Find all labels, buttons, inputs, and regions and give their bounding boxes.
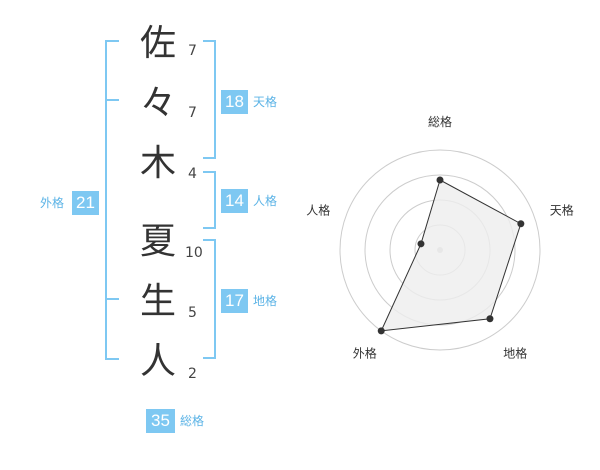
radar-series-area xyxy=(380,179,522,332)
radar-point xyxy=(377,327,385,335)
chikaku-bracket xyxy=(214,239,216,359)
chikaku-value: 17 xyxy=(221,289,248,313)
stroke-count: 7 xyxy=(188,105,197,121)
soukaku-label: 総格 xyxy=(180,414,205,428)
radar-axis-label: 総格 xyxy=(428,114,452,129)
gaikaku-bracket xyxy=(105,99,119,101)
radar-axis-label: 地格 xyxy=(503,346,527,361)
stroke-count: 4 xyxy=(188,166,197,182)
radar-axis-label: 人格 xyxy=(306,202,330,217)
soukaku-value: 35 xyxy=(146,409,175,433)
chikaku-bracket xyxy=(203,357,216,359)
stroke-count: 2 xyxy=(188,366,197,382)
jinkaku-bracket xyxy=(214,171,216,229)
radar-point xyxy=(517,220,525,228)
name-char: 夏 xyxy=(139,221,176,262)
name-char: 人 xyxy=(139,341,176,382)
jinkaku-bracket xyxy=(203,227,216,229)
name-char: 々 xyxy=(139,83,176,124)
tenkaku-bracket xyxy=(214,40,216,159)
gaikaku-bracket xyxy=(105,298,119,300)
gaikaku-bracket xyxy=(105,40,119,42)
tenkaku-bracket xyxy=(203,157,216,159)
radar-point xyxy=(436,176,444,184)
gaikaku-bracket xyxy=(105,40,107,360)
gaikaku-label: 外格 xyxy=(40,196,65,210)
radar-point xyxy=(486,315,494,323)
gaikaku-bracket xyxy=(105,358,119,360)
stroke-count: 7 xyxy=(188,43,197,59)
radar-point xyxy=(417,240,425,248)
jinkaku-label: 人格 xyxy=(253,194,278,208)
gaikaku-value: 21 xyxy=(72,191,99,215)
chikaku-bracket xyxy=(203,239,216,241)
stroke-count: 10 xyxy=(185,245,203,261)
tenkaku-label: 天格 xyxy=(253,95,278,109)
radar-ring xyxy=(364,174,516,326)
radar-ring xyxy=(339,149,541,351)
name-char: 佐 xyxy=(139,23,176,64)
chikaku-label: 地格 xyxy=(253,294,278,308)
tenkaku-value: 18 xyxy=(221,90,248,114)
stroke-count: 5 xyxy=(188,305,197,321)
radar-axis-label: 天格 xyxy=(550,202,574,217)
tenkaku-bracket xyxy=(203,40,216,42)
jinkaku-bracket xyxy=(203,171,216,173)
radar-axis-label: 外格 xyxy=(353,346,377,361)
name-char: 生 xyxy=(139,281,176,322)
jinkaku-value: 14 xyxy=(221,189,248,213)
name-char: 木 xyxy=(139,143,176,184)
